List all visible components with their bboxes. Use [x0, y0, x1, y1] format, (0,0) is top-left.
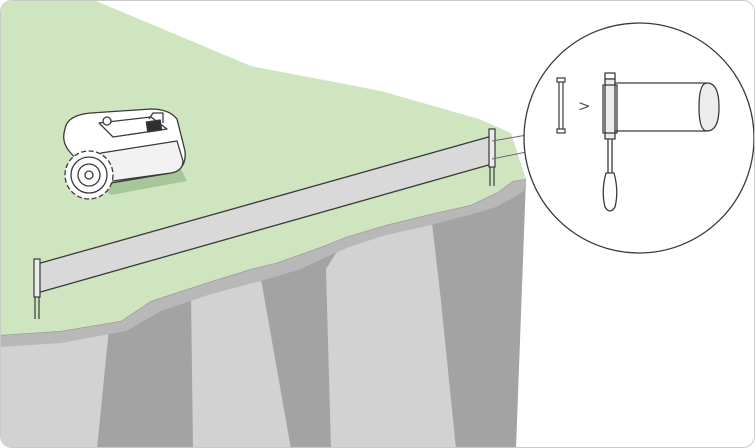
mower-wheel	[64, 150, 114, 200]
mower-button	[102, 116, 112, 126]
mower-shadow	[93, 169, 187, 195]
callout-circle	[523, 22, 754, 254]
left-stake	[33, 258, 41, 319]
callout-leader-top	[491, 134, 528, 142]
cliff-shadow-2	[261, 237, 346, 447]
barrier-fence	[33, 128, 496, 319]
barrier-roll	[612, 82, 708, 132]
barrier-roll-end	[698, 82, 720, 132]
cliff-shadow-3	[431, 179, 526, 447]
right-stake	[488, 128, 496, 186]
mower-antenna	[148, 112, 164, 123]
cliff	[1, 178, 527, 447]
stake-with-barrier-roll-icon	[602, 72, 720, 212]
stake-clamp	[602, 84, 618, 134]
stake-post	[604, 78, 616, 140]
callout-arrow-glyph: >	[578, 97, 591, 115]
stake-clip-icon	[556, 77, 566, 134]
robotic-lawn-mower-icon	[63, 108, 187, 200]
zoom-callout: >	[491, 22, 754, 254]
stake-top-cap	[604, 72, 616, 80]
stake-spike	[602, 172, 618, 212]
mower-panel-window	[145, 119, 163, 133]
